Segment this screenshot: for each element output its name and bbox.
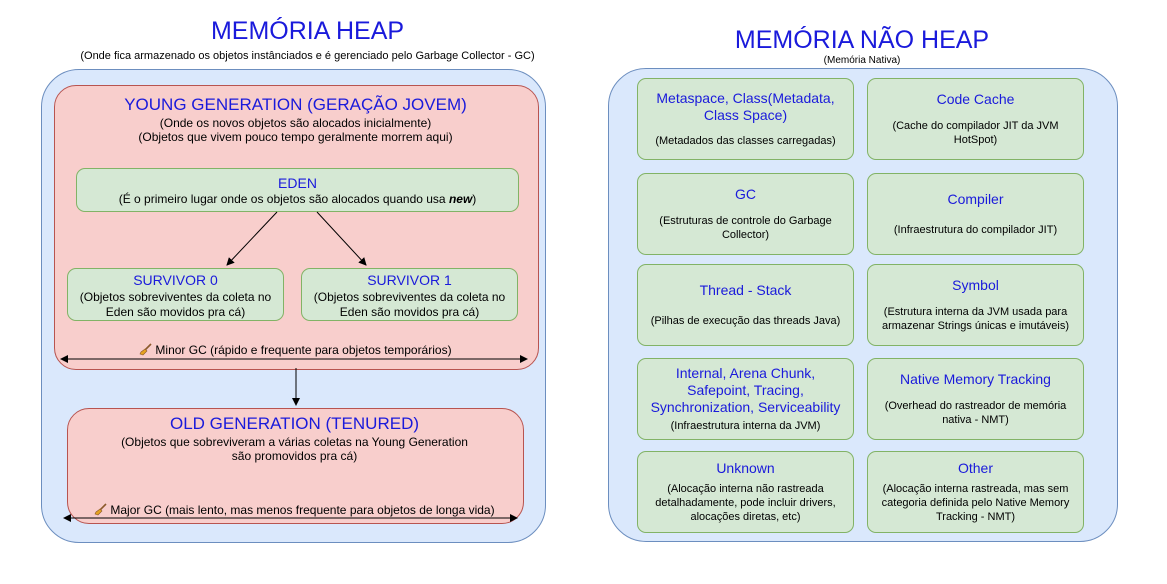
eden-desc-keyword: new [448, 192, 473, 206]
region-card-desc: (Metadados das classes carregadas) [655, 134, 836, 147]
survivor-1-region [301, 268, 518, 321]
old-generation [67, 408, 524, 524]
region-card-title: Unknown [716, 459, 775, 476]
region-card-internal: Internal, Arena Chunk, Safepoint, Tracin… [637, 358, 854, 440]
minor-gc-text: Minor GC (rápido e frequente para objeto… [155, 343, 452, 358]
region-card-title: Internal, Arena Chunk, Safepoint, Tracin… [650, 364, 841, 415]
broom-icon [139, 343, 152, 359]
region-card-desc: (Estruturas de controle do Garbage Colle… [659, 214, 832, 241]
survivor-1-desc: (Objetos sobreviventes da coleta no Eden… [313, 290, 506, 319]
region-card-metaspace: Metaspace, Class(Metadata, Class Space) (… [637, 78, 854, 160]
eden-desc-suffix: ) [472, 192, 477, 206]
region-card-compiler: Compiler (Infraestrutura do compilador JI… [867, 173, 1084, 255]
eden-region [76, 168, 519, 212]
region-card-title: Native Memory Tracking [900, 371, 1051, 388]
survivor-0-title: SURVIVOR 0 [133, 272, 218, 288]
region-card-desc: (Pilhas de execução das threads Java) [650, 315, 841, 327]
survivor-0-desc: (Objetos sobreviventes da coleta no Eden… [79, 290, 272, 319]
region-card-thread-stack: Thread - Stack (Pilhas de execução das th… [637, 264, 854, 346]
region-card-symbol: Symbol (Estrutura interna da JVM usada pa… [867, 264, 1084, 346]
survivor-0-region [67, 268, 284, 321]
region-card-desc: (Estrutura interna da JVM usada para arm… [881, 305, 1070, 332]
eden-desc-prefix: (É o primeiro lugar onde os objetos são … [118, 192, 449, 206]
region-card-title: Thread - Stack [699, 282, 792, 298]
region-card-title: Metaspace, Class(Metadata, Class Space) [656, 90, 835, 124]
eden-to-survivor-1-arrow [316, 211, 367, 266]
young-generation-desc-2: (Objetos que vivem pouco tempo geralment… [138, 130, 453, 144]
region-card-desc: (Infraestrutura interna da JVM) [670, 420, 821, 433]
old-generation-title: OLD GENERATION (TENURED) [169, 414, 420, 433]
region-card-desc: (Cache do compilador JIT da JVM HotSpot) [892, 119, 1059, 146]
region-card-unknown: Unknown (Alocação interna não rastreada d… [637, 451, 854, 533]
old-generation-desc-1: (Objetos que sobreviveram a várias colet… [121, 435, 468, 449]
region-card-title: Compiler [947, 191, 1004, 207]
region-card-title: Code Cache [936, 91, 1015, 108]
eden-title: EDEN [278, 175, 317, 191]
non-heap-title: MEMÓRIA NÃO HEAP [734, 26, 990, 54]
region-card-title: GC [735, 186, 756, 203]
region-card-title: Other [957, 459, 993, 476]
major-gc-text: Major GC (mais lento, mas menos frequent… [110, 503, 495, 518]
region-card-title: Symbol [952, 277, 999, 294]
region-card-desc: (Infraestrutura do compilador JIT) [893, 224, 1058, 236]
eden-desc: (É o primeiro lugar onde os objetos são … [76, 192, 519, 207]
young-generation [54, 85, 539, 370]
region-card-desc: (Alocação interna não rastreada detalhad… [655, 483, 836, 524]
young-generation-title: YOUNG GENERATION (GERAÇÃO JOVEM) [124, 95, 467, 114]
survivor-1-title: SURVIVOR 1 [367, 272, 452, 288]
heap-title: MEMÓRIA HEAP [210, 17, 405, 45]
region-card-desc: (Overhead do rastreador de memória nativ… [884, 399, 1067, 426]
region-card-other: Other (Alocação interna rastreada, mas se… [867, 451, 1084, 533]
old-generation-desc-2: são promovidos pra cá) [231, 449, 358, 463]
eden-to-survivor-0-arrow [226, 211, 278, 266]
region-card-desc: (Alocação interna rastreada, mas sem cat… [881, 483, 1070, 524]
young-generation-desc-1: (Onde os novos objetos são alocados inic… [159, 116, 432, 130]
heap-subtitle: (Onde fica armazenado os objetos instânc… [80, 50, 535, 62]
region-card-native-memory-tracking: Native Memory Tracking (Overhead do rastr… [867, 358, 1084, 440]
minor-gc-label: Minor GC (rápido e frequente para objeto… [54, 343, 537, 359]
region-card-gc: GC (Estruturas de controle do Garbage Col… [637, 173, 854, 255]
non-heap-subtitle: (Memória Nativa) [823, 55, 901, 66]
region-card-code-cache: Code Cache (Cache do compilador JIT da JV… [867, 78, 1084, 160]
